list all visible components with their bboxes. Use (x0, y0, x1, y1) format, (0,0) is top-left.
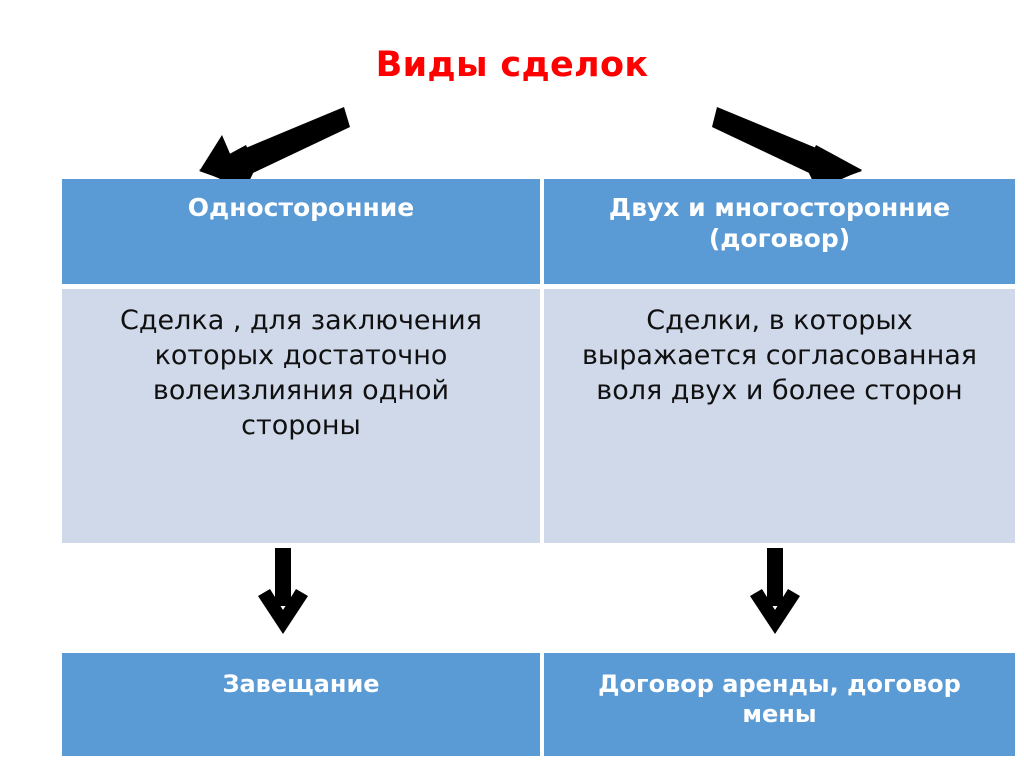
examples-table: Завещание Договор аренды, договор мены (62, 653, 1015, 756)
example-bilateral: Договор аренды, договор мены (544, 653, 1015, 756)
column-header-unilateral-label: Односторонние (187, 193, 415, 222)
page-title: Виды сделок (375, 45, 649, 85)
classification-table: Односторонние Двух и многосторонние (дог… (62, 179, 1015, 543)
column-body-unilateral: Сделка , для заключения которых достаточ… (62, 289, 540, 543)
arrow-right-body-to-example-icon (750, 548, 800, 634)
column-header-bilateral: Двух и многосторонние (договор) (544, 179, 1015, 284)
column-body-bilateral: Сделки, в которых выражается согласованн… (544, 289, 1015, 543)
arrow-title-to-left-column-icon (199, 107, 350, 190)
column-body-unilateral-text: Сделка , для заключения которых достаточ… (120, 305, 482, 442)
example-bilateral-label: Договор аренды, договор мены (598, 670, 961, 728)
column-body-bilateral-text: Сделки, в которых выражается согласованн… (581, 305, 978, 407)
arrow-title-to-right-column-icon (712, 107, 862, 190)
example-unilateral: Завещание (62, 653, 540, 756)
arrow-left-body-to-example-icon (258, 548, 308, 634)
column-header-bilateral-label: Двух и многосторонние (договор) (608, 193, 951, 253)
column-header-unilateral: Односторонние (62, 179, 540, 284)
example-unilateral-label: Завещание (222, 670, 380, 698)
